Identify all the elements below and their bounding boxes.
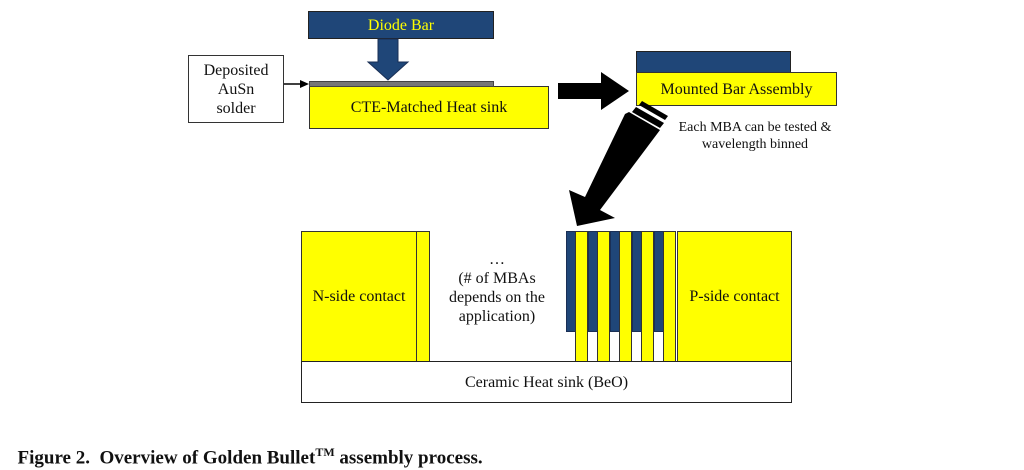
solder-line-3: solder [216,99,256,117]
mba-note-line-2: wavelength binned [701,137,809,152]
mba-note-line-1: Each MBA can be tested & [678,120,832,135]
mba-stack-heat-sink [619,231,632,362]
solder-label-box: Deposited AuSn solder [188,55,284,123]
right-arrow [558,72,629,110]
n-side-contact-label: N-side contact [312,288,406,305]
mba-stack-heat-sink [663,231,676,362]
diode-down-arrow [366,38,410,81]
mba-stack-heat-sink [575,231,588,362]
mba-note: Each MBA can be tested & wavelength binn… [660,118,850,154]
caption-prefix: Figure 2. Overview of Golden Bullet [17,447,316,469]
diagonal-down-arrow [569,101,668,226]
caption-trademark: TM [315,445,335,459]
ellipsis: … [489,250,505,268]
middle-note-line-2: depends on the [449,288,545,306]
n-side-contact: N-side contact [301,231,417,362]
mba-stack-heat-sink [597,231,610,362]
diode-bar-label: Diode Bar [367,16,435,34]
diode-bar: Diode Bar [308,11,494,39]
figure-caption: Figure 2. Overview of Golden BulletTM as… [8,416,483,470]
arrows-layer [284,38,668,226]
p-side-contact: P-side contact [677,231,792,362]
middle-note-line-3: application) [458,307,536,325]
solder-layer [309,81,494,87]
middle-note-line-1: (# of MBAs [458,269,536,287]
cte-heat-sink: CTE-Matched Heat sink [309,86,549,129]
caption-suffix: assembly process. [334,447,483,469]
middle-note: … (# of MBAs depends on the application) [432,245,562,330]
n-side-spacer [416,231,430,362]
ceramic-heat-sink: Ceramic Heat sink (BeO) [301,361,792,403]
ceramic-heat-sink-label: Ceramic Heat sink (BeO) [464,373,629,391]
solder-line-2: AuSn [217,80,255,98]
solder-pointer-arrow [284,80,309,88]
mba-label: Mounted Bar Assembly [660,80,813,98]
mounted-bar-assembly: Mounted Bar Assembly [636,72,837,106]
mba-stack-heat-sink [641,231,654,362]
cte-heat-sink-label: CTE-Matched Heat sink [350,99,508,116]
solder-line-1: Deposited [203,61,269,79]
p-side-contact-label: P-side contact [689,288,780,305]
